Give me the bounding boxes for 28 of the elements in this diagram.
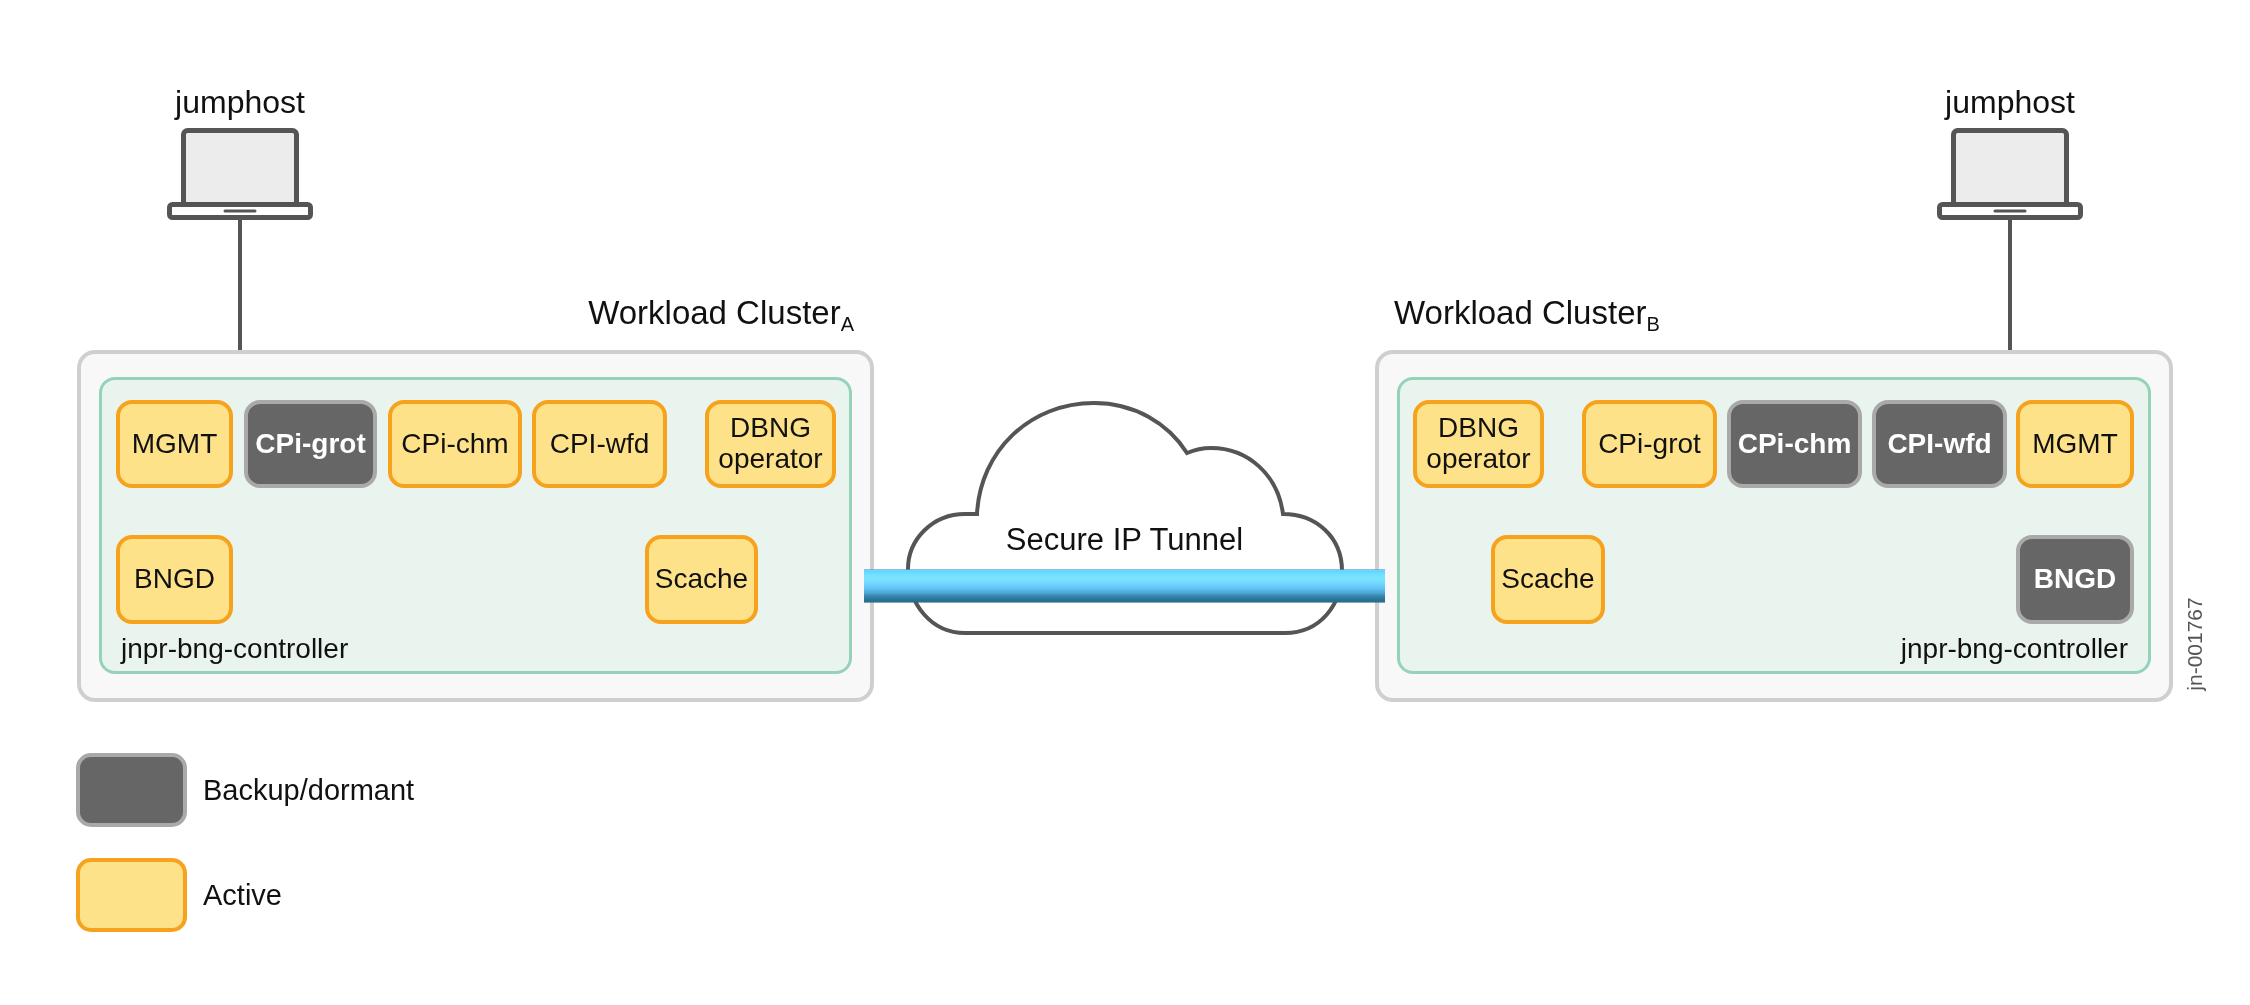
connector-line — [238, 220, 242, 350]
service-pod: CPi-chm — [388, 400, 522, 488]
namespace-panel — [1397, 377, 2151, 674]
service-pod: CPi-grot — [1582, 400, 1717, 488]
legend-label: Backup/dormant — [203, 773, 415, 807]
namespace-label: jnpr-bng-controller — [1900, 633, 2128, 665]
cluster-title: Workload Cluster$_{A}$ — [588, 293, 854, 333]
cluster-title: Workload Cluster$_{B}$ — [1394, 293, 1660, 333]
service-pod: DBNG operator — [1413, 400, 1544, 488]
service-pod: MGMT — [116, 400, 233, 488]
legend-label: Active — [203, 878, 282, 912]
service-pod: BNGD — [2016, 535, 2134, 624]
host-label: jumphost — [1945, 84, 2075, 120]
namespace-panel — [99, 377, 852, 674]
service-pod: CPI-wfd — [532, 400, 667, 488]
figure-id: jn-001767 — [2183, 597, 2207, 691]
edge-label: Secure IP Tunnel — [1005, 522, 1244, 558]
service-pod: Scache — [1491, 535, 1605, 624]
host-label: jumphost — [175, 84, 305, 120]
service-pod: MGMT — [2016, 400, 2134, 488]
namespace-label: jnpr-bng-controller — [121, 633, 349, 665]
service-pod: CPi-grot — [244, 400, 377, 488]
service-pod: CPI-wfd — [1872, 400, 2007, 488]
service-pod: BNGD — [116, 535, 233, 624]
service-pod: Scache — [645, 535, 758, 624]
service-pod: CPi-chm — [1727, 400, 1862, 488]
connector-line — [2008, 220, 2012, 350]
service-pod: DBNG operator — [705, 400, 836, 488]
